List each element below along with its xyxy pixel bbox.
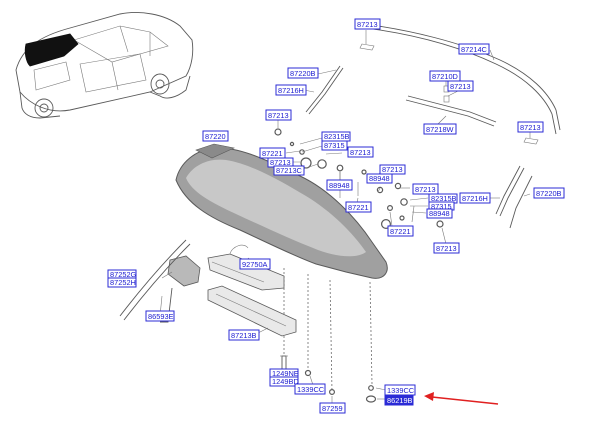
part-label-87220b[interactable]: 87220B bbox=[533, 187, 565, 199]
part-label-87213[interactable]: 87213 bbox=[433, 242, 460, 254]
part-label-86593e[interactable]: 86593E bbox=[145, 310, 175, 322]
svg-text:87213: 87213 bbox=[382, 165, 403, 174]
part-label-87221[interactable]: 87221 bbox=[345, 201, 372, 213]
part-label-87221[interactable]: 87221 bbox=[387, 225, 414, 237]
side-strip-left bbox=[305, 65, 344, 115]
part-label-87252h[interactable]: 87252H bbox=[107, 277, 137, 288]
svg-text:87214C: 87214C bbox=[461, 45, 488, 54]
svg-text:87221: 87221 bbox=[390, 227, 411, 236]
vehicle-thumbnail bbox=[15, 12, 194, 119]
part-label-88948[interactable]: 88948 bbox=[366, 173, 393, 184]
roof-molding-strip bbox=[359, 23, 561, 145]
svg-text:87210D: 87210D bbox=[432, 72, 458, 81]
part-label-87213[interactable]: 87213 bbox=[517, 121, 544, 133]
bracket-assembly bbox=[119, 239, 201, 323]
svg-text:87213C: 87213C bbox=[276, 166, 303, 175]
svg-text:87216H: 87216H bbox=[278, 86, 304, 95]
part-label-82315b[interactable]: 82315B bbox=[321, 131, 351, 142]
part-label-1339cc[interactable]: 1339CC bbox=[384, 384, 416, 396]
part-label-87216h[interactable]: 87216H bbox=[459, 192, 491, 204]
svg-text:87315: 87315 bbox=[431, 202, 452, 211]
svg-text:82315B: 82315B bbox=[324, 132, 350, 141]
svg-text:87213: 87213 bbox=[268, 111, 289, 120]
svg-text:86219B: 86219B bbox=[387, 396, 413, 405]
svg-text:87315: 87315 bbox=[324, 141, 345, 150]
svg-text:87218W: 87218W bbox=[426, 125, 454, 134]
part-label-87213b[interactable]: 87213B bbox=[228, 329, 260, 341]
svg-text:87220B: 87220B bbox=[290, 69, 316, 78]
svg-text:87213: 87213 bbox=[357, 20, 378, 29]
part-label-88948[interactable]: 88948 bbox=[326, 179, 353, 191]
part-label-87213[interactable]: 87213 bbox=[412, 183, 439, 195]
svg-text:82315B: 82315B bbox=[431, 194, 457, 203]
svg-text:87213B: 87213B bbox=[231, 331, 257, 340]
dashed-leaders bbox=[283, 268, 373, 393]
part-labels: 87213 87214C 87220B 87210D 87213 87216H … bbox=[107, 18, 565, 414]
svg-text:87252H: 87252H bbox=[110, 278, 136, 287]
center-strip bbox=[405, 95, 497, 127]
svg-text:87213: 87213 bbox=[350, 148, 371, 157]
svg-text:88948: 88948 bbox=[329, 181, 350, 190]
part-label-87221[interactable]: 87221 bbox=[259, 147, 286, 159]
part-label-87213[interactable]: 87213 bbox=[347, 146, 374, 158]
svg-text:1339CC: 1339CC bbox=[297, 385, 325, 394]
svg-text:87221: 87221 bbox=[262, 149, 283, 158]
indicator-arrow bbox=[424, 392, 499, 405]
svg-text:88948: 88948 bbox=[429, 209, 450, 218]
part-label-87259[interactable]: 87259 bbox=[319, 402, 346, 414]
part-label-1339cc[interactable]: 1339CC bbox=[294, 383, 326, 395]
part-label-87214c[interactable]: 87214C bbox=[458, 43, 490, 55]
part-label-87220[interactable]: 87220 bbox=[202, 130, 229, 142]
part-label-87220b[interactable]: 87220B bbox=[287, 67, 319, 79]
brake-lamp bbox=[207, 244, 285, 291]
svg-text:1249NE: 1249NE bbox=[272, 369, 299, 378]
svg-text:87213: 87213 bbox=[415, 185, 436, 194]
part-label-87213c[interactable]: 87213C bbox=[273, 165, 305, 176]
svg-text:87220B: 87220B bbox=[536, 189, 562, 198]
part-label-87213[interactable]: 87213 bbox=[265, 109, 292, 121]
svg-text:87259: 87259 bbox=[322, 404, 343, 413]
svg-text:86593E: 86593E bbox=[148, 312, 174, 321]
part-label-87213[interactable]: 87213 bbox=[354, 18, 381, 30]
svg-text:87213: 87213 bbox=[520, 123, 541, 132]
part-label-87216h[interactable]: 87216H bbox=[275, 84, 307, 96]
part-label-87210d[interactable]: 87210D bbox=[429, 70, 461, 82]
part-label-87218w[interactable]: 87218W bbox=[423, 123, 457, 135]
svg-text:87213: 87213 bbox=[270, 158, 291, 167]
svg-text:1249BD: 1249BD bbox=[272, 377, 299, 386]
svg-text:1339CC: 1339CC bbox=[387, 386, 415, 395]
svg-text:87213: 87213 bbox=[436, 244, 457, 253]
side-strip-right bbox=[495, 165, 533, 229]
part-label-1249bd[interactable]: 1249BD bbox=[269, 376, 299, 387]
svg-text:87220: 87220 bbox=[205, 132, 226, 141]
part-label-86219b[interactable]: 86219B bbox=[384, 394, 414, 406]
svg-text:87221: 87221 bbox=[348, 203, 369, 212]
svg-text:87216H: 87216H bbox=[462, 194, 488, 203]
rear-spoiler bbox=[175, 143, 388, 279]
part-label-87315[interactable]: 87315 bbox=[321, 140, 348, 151]
part-label-92750a[interactable]: 92750A bbox=[239, 258, 271, 270]
svg-text:87213: 87213 bbox=[450, 82, 471, 91]
svg-text:92750A: 92750A bbox=[242, 260, 268, 269]
svg-text:88948: 88948 bbox=[369, 174, 390, 183]
part-label-87213[interactable]: 87213 bbox=[379, 164, 406, 175]
part-label-87213[interactable]: 87213 bbox=[447, 80, 474, 92]
lamp-cover bbox=[207, 285, 297, 337]
part-label-88948[interactable]: 88948 bbox=[426, 208, 453, 219]
svg-text:87252G: 87252G bbox=[110, 270, 137, 279]
